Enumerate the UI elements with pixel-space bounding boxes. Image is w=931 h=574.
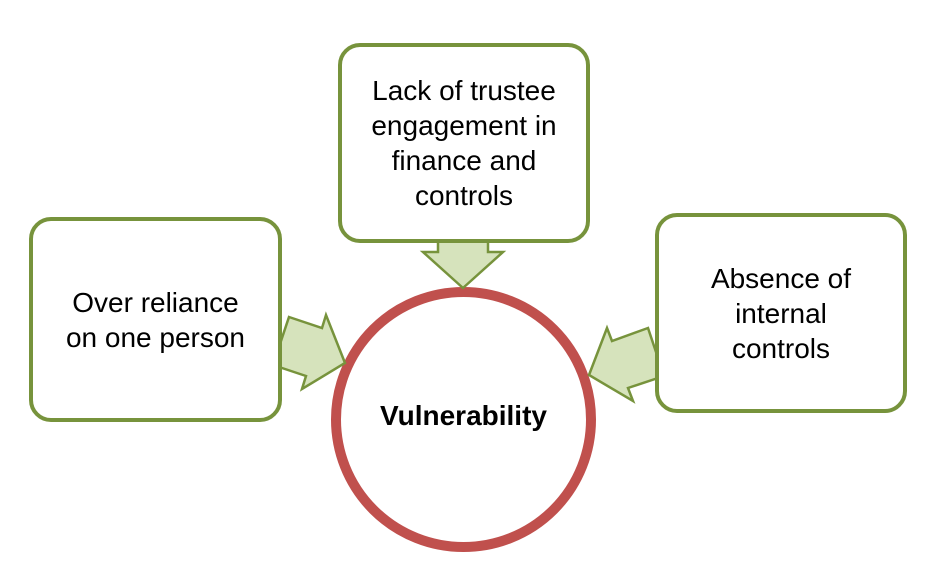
arrow-top-box-to-circle — [419, 238, 507, 290]
cause-label-over-reliance: Over reliance on one person — [65, 286, 246, 353]
cause-box-over-reliance: Over reliance on one person — [29, 217, 282, 422]
arrow-right-box-to-circle — [587, 324, 666, 404]
cause-box-trustee-engagement: Lack of trustee engagement in finance an… — [338, 43, 590, 243]
cause-label-absence-internal-controls: Absence of internal controls — [710, 262, 852, 364]
arrow-left-box-to-circle — [271, 311, 347, 392]
cause-box-absence-internal-controls: Absence of internal controls — [655, 213, 907, 413]
vulnerability-label: Vulnerability — [379, 399, 547, 431]
cause-label-trustee-engagement: Lack of trustee engagement in finance an… — [371, 75, 557, 211]
vulnerability-circle: Vulnerability — [331, 287, 596, 552]
